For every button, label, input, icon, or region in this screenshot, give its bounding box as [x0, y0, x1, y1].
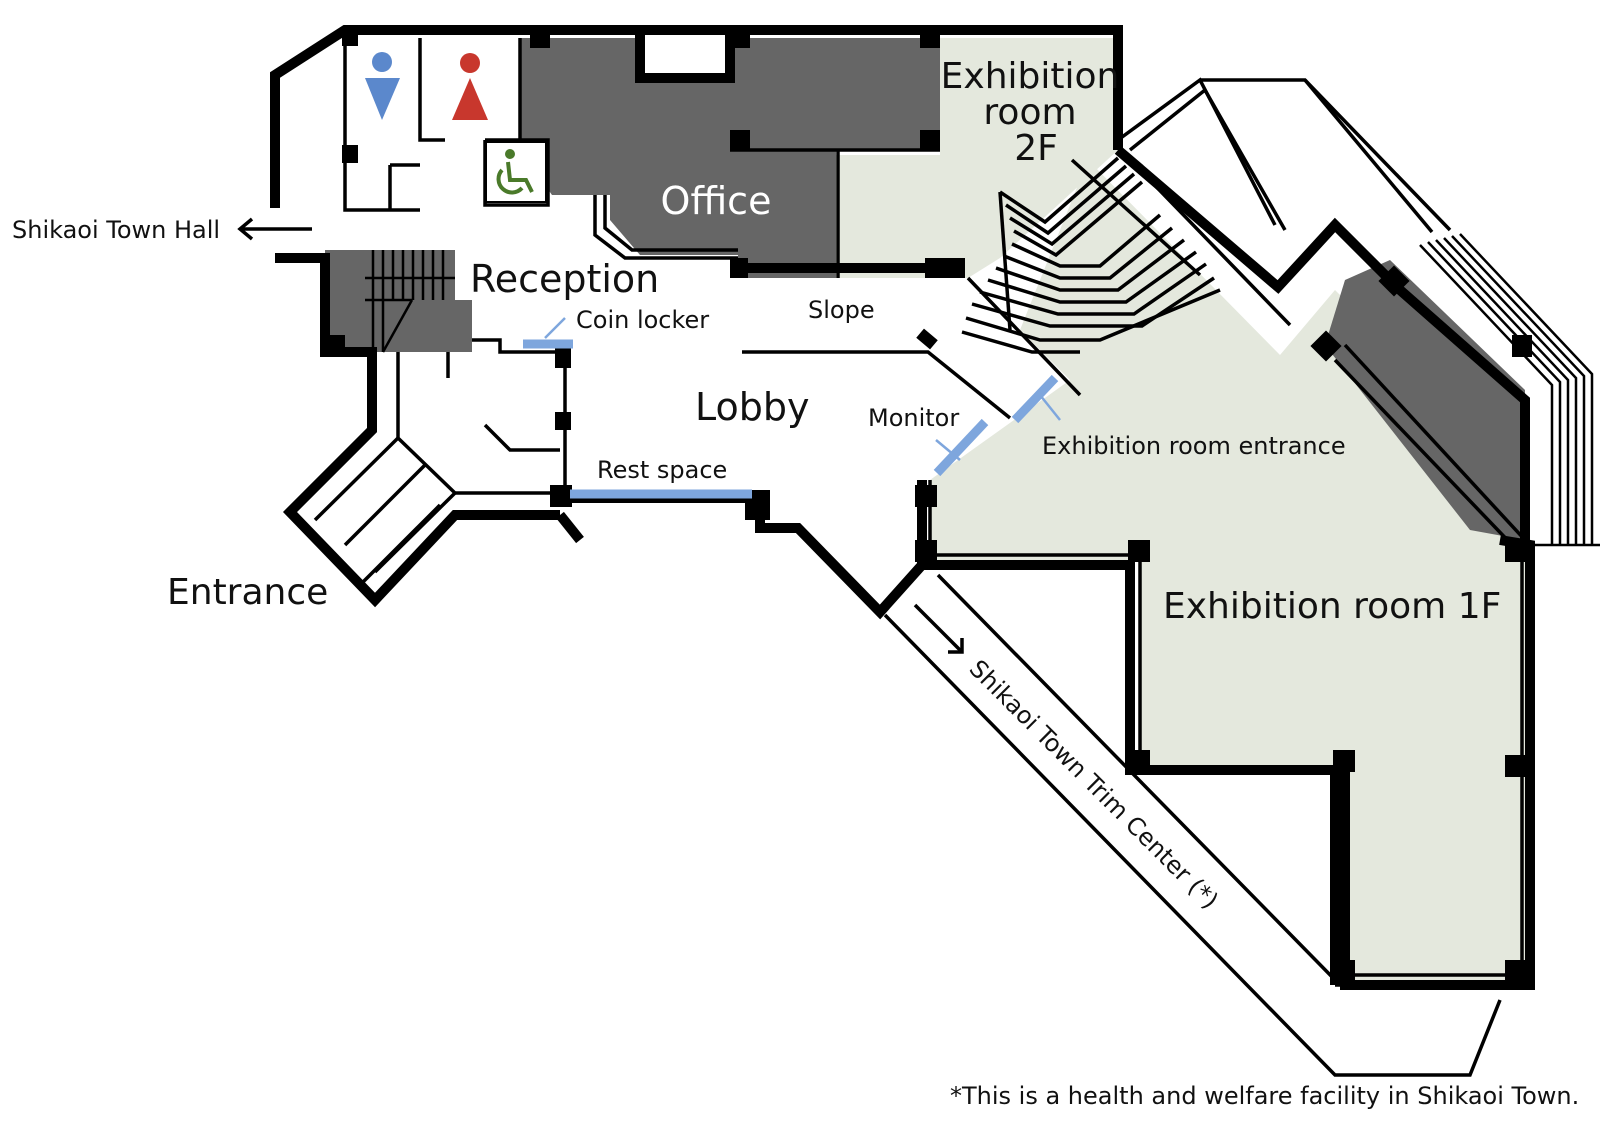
exhibition-entrance-label: Exhibition room entrance: [1042, 432, 1346, 460]
office-area: [520, 38, 940, 278]
coin-locker-label: Coin locker: [576, 306, 709, 334]
lobby-label: Lobby: [695, 385, 809, 429]
monitor: [933, 418, 989, 477]
exhibition-room-1f-area: [930, 160, 1530, 985]
exhibition-1f-label: Exhibition room 1F: [1163, 586, 1501, 627]
exhibition-2f-label-line2: room: [983, 92, 1076, 133]
female-restroom-icon: [452, 53, 488, 120]
monitor-label: Monitor: [868, 404, 959, 432]
slope-label: Slope: [808, 296, 875, 324]
inner-walls: [313, 38, 1527, 1077]
coin-locker: [523, 317, 573, 349]
arrow-right-icon: [913, 603, 964, 654]
stairs-right-edge: [1419, 233, 1600, 547]
exhibition-entrance-marker: [1011, 374, 1061, 424]
rest-space-label: Rest space: [597, 456, 727, 484]
storage-area: [1325, 260, 1525, 540]
pillars: [325, 30, 1532, 985]
exhibition-2f-label-line1: Exhibition: [941, 56, 1120, 97]
arrow-left-icon: [237, 217, 312, 241]
exhibition-2f-label-line3: 2F: [1014, 128, 1058, 169]
footnote: *This is a health and welfare facility i…: [950, 1082, 1579, 1110]
wheelchair-accessible-icon: [485, 141, 547, 203]
stairs-exhibition: [961, 156, 1221, 354]
male-restroom-icon: [365, 52, 400, 120]
entrance-label: Entrance: [167, 572, 328, 613]
stairs-reception: [365, 250, 455, 353]
exhibition-room-2f-area: [836, 38, 1118, 278]
reception-label: Reception: [470, 257, 659, 301]
town-hall-label: Shikaoi Town Hall: [12, 216, 220, 244]
office-label: Office: [661, 179, 772, 223]
